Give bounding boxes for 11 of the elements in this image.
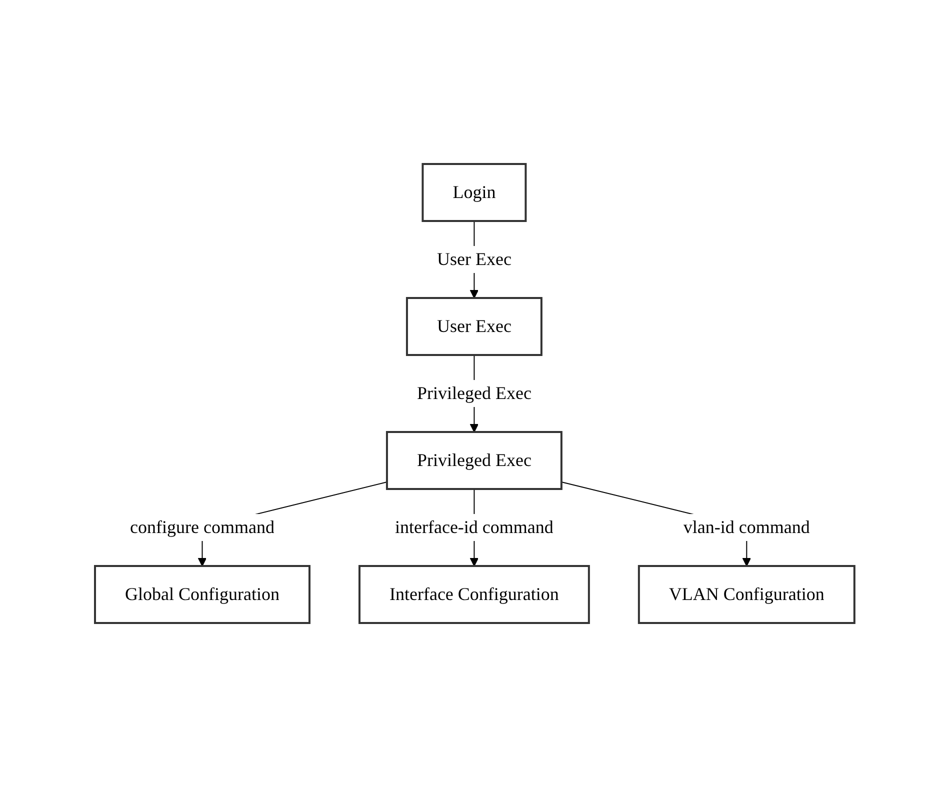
node-box: Privileged Exec — [386, 431, 563, 490]
edge-label: User Exec — [437, 249, 512, 269]
edge-label: configure command — [130, 517, 275, 537]
node-box: VLAN Configuration — [638, 565, 856, 624]
node-box: Login — [422, 163, 527, 222]
edge-label: interface-id command — [395, 517, 554, 537]
edge-label: Privileged Exec — [417, 383, 532, 403]
node-box: User Exec — [406, 297, 543, 356]
edge-label: vlan-id command — [684, 517, 810, 537]
node-box: Global Configuration — [94, 565, 311, 624]
node-box: Interface Configuration — [358, 565, 590, 624]
